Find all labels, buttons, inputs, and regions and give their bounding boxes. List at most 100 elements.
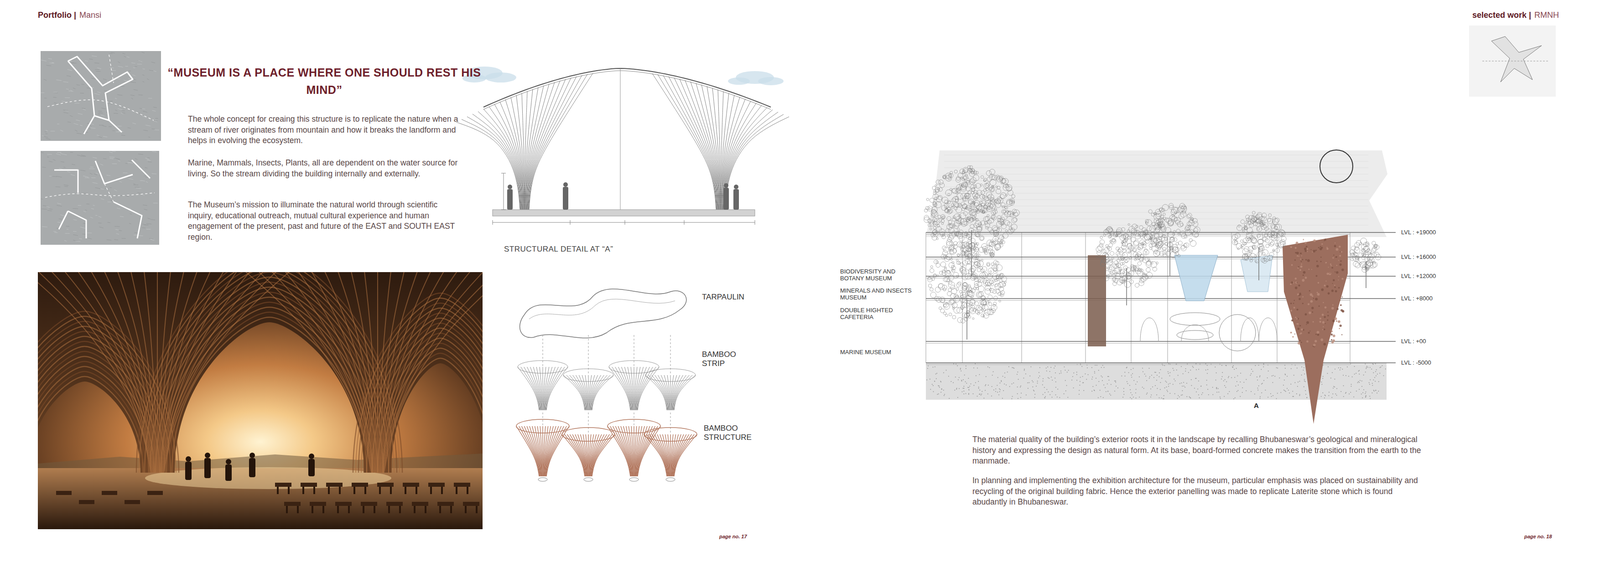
- illustration-part: [1319, 247, 1323, 251]
- illustration-part: [1339, 369, 1341, 371]
- illustration-part: [1131, 394, 1133, 396]
- illustration-part: [1341, 334, 1343, 336]
- illustration-part: [1338, 367, 1340, 369]
- illustration-part: [577, 434, 588, 477]
- illustration-part: [382, 272, 474, 473]
- illustration-part: [1316, 331, 1320, 334]
- illustration-part: [947, 193, 951, 196]
- illustration-part: [1259, 375, 1261, 377]
- illustration-part: [117, 61, 120, 63]
- illustration-part: [249, 458, 256, 478]
- illustration-part: [47, 99, 154, 121]
- illustration-part: [1313, 239, 1316, 243]
- illustration-part: [1005, 229, 1008, 233]
- illustration-part: [1257, 388, 1258, 390]
- illustration-part: [931, 213, 936, 218]
- illustration-part: [1098, 369, 1100, 371]
- illustration-part: [995, 388, 997, 390]
- illustration-part: [1299, 325, 1301, 327]
- illustration-part: [114, 189, 117, 192]
- illustration-part: [1095, 378, 1097, 380]
- illustration-part: [71, 62, 77, 64]
- illustration-part: [113, 113, 119, 115]
- illustration-part: [1339, 324, 1342, 328]
- illustration-part: [46, 65, 52, 66]
- illustration-part: [377, 272, 379, 473]
- illustration-part: [945, 189, 952, 197]
- illustration-part: [151, 128, 156, 130]
- illustration-part: [1023, 377, 1024, 379]
- illustration-part: [1109, 393, 1111, 395]
- illustration-part: [1331, 267, 1334, 270]
- illustration-part: [1335, 248, 1339, 251]
- illustration-part: [1205, 363, 1206, 365]
- illustration-part: [936, 237, 939, 240]
- illustration-part: [1290, 310, 1293, 312]
- illustration-part: [1011, 398, 1013, 400]
- illustration-part: [996, 233, 999, 236]
- illustration-part: [1093, 389, 1095, 391]
- illustration-part: [958, 377, 960, 379]
- illustration-part: [1082, 382, 1084, 384]
- illustration-part: [1004, 372, 1006, 374]
- illustration-part: [1333, 254, 1335, 256]
- illustration-part: [56, 176, 63, 178]
- illustration-part: [963, 388, 965, 390]
- illustration-part: [131, 98, 134, 100]
- illustration-part: [135, 66, 138, 68]
- illustration-part: [44, 98, 47, 99]
- illustration-part: [1294, 382, 1296, 384]
- illustration-part: [1096, 384, 1097, 386]
- illustration-part: [1311, 269, 1313, 271]
- illustration-part: [1097, 397, 1099, 399]
- illustration-part: [1350, 392, 1351, 394]
- illustration-part: [1108, 376, 1110, 378]
- illustration-part: [41, 198, 44, 200]
- illustration-part: [1169, 383, 1171, 385]
- illustration-part: [592, 434, 615, 477]
- illustration-part: [348, 506, 350, 514]
- illustration-part: [1327, 373, 1329, 375]
- illustration-part: [1054, 365, 1056, 367]
- illustration-part: [1300, 260, 1303, 263]
- illustration-part: [308, 459, 315, 477]
- illustration-part: [87, 232, 92, 234]
- illustration-part: [925, 362, 1396, 364]
- illustration-part: [964, 374, 966, 376]
- illustration-part: [338, 487, 341, 495]
- building-section: [924, 150, 1396, 425]
- illustration-part: [1371, 383, 1373, 385]
- illustration-part: [1303, 373, 1305, 375]
- illustration-part: [1324, 395, 1326, 397]
- illustration-part: [322, 272, 375, 473]
- illustration-part: [61, 100, 67, 103]
- illustration-part: [701, 84, 720, 210]
- illustration-part: [1223, 396, 1225, 398]
- illustration-part: [1168, 373, 1169, 375]
- illustration-part: [1290, 368, 1292, 370]
- illustration-part: [546, 426, 570, 477]
- illustration-part: [85, 209, 88, 211]
- illustration-part: [1331, 372, 1333, 374]
- illustration-part: [89, 173, 93, 175]
- illustration-part: [1361, 393, 1362, 395]
- illustration-part: [41, 92, 45, 94]
- illustration-part: [1314, 297, 1318, 301]
- illustration-part: [117, 108, 123, 110]
- illustration-part: [1030, 366, 1032, 368]
- illustration-part: [1311, 306, 1314, 310]
- illustration-part: [1228, 391, 1230, 393]
- illustration-part: [934, 366, 936, 368]
- illustration-part: [70, 174, 76, 176]
- illustration-part: [1304, 249, 1307, 253]
- illustration-part: [1283, 389, 1285, 391]
- illustration-part: [1080, 363, 1081, 365]
- illustration-part: [727, 77, 750, 85]
- illustration-part: [1044, 397, 1046, 399]
- illustration-part: [46, 206, 50, 208]
- illustration-part: [983, 178, 987, 182]
- illustration-part: [1306, 340, 1309, 343]
- illustration-part: [388, 358, 483, 473]
- illustration-part: [1276, 367, 1278, 369]
- illustration-part: [1146, 380, 1148, 382]
